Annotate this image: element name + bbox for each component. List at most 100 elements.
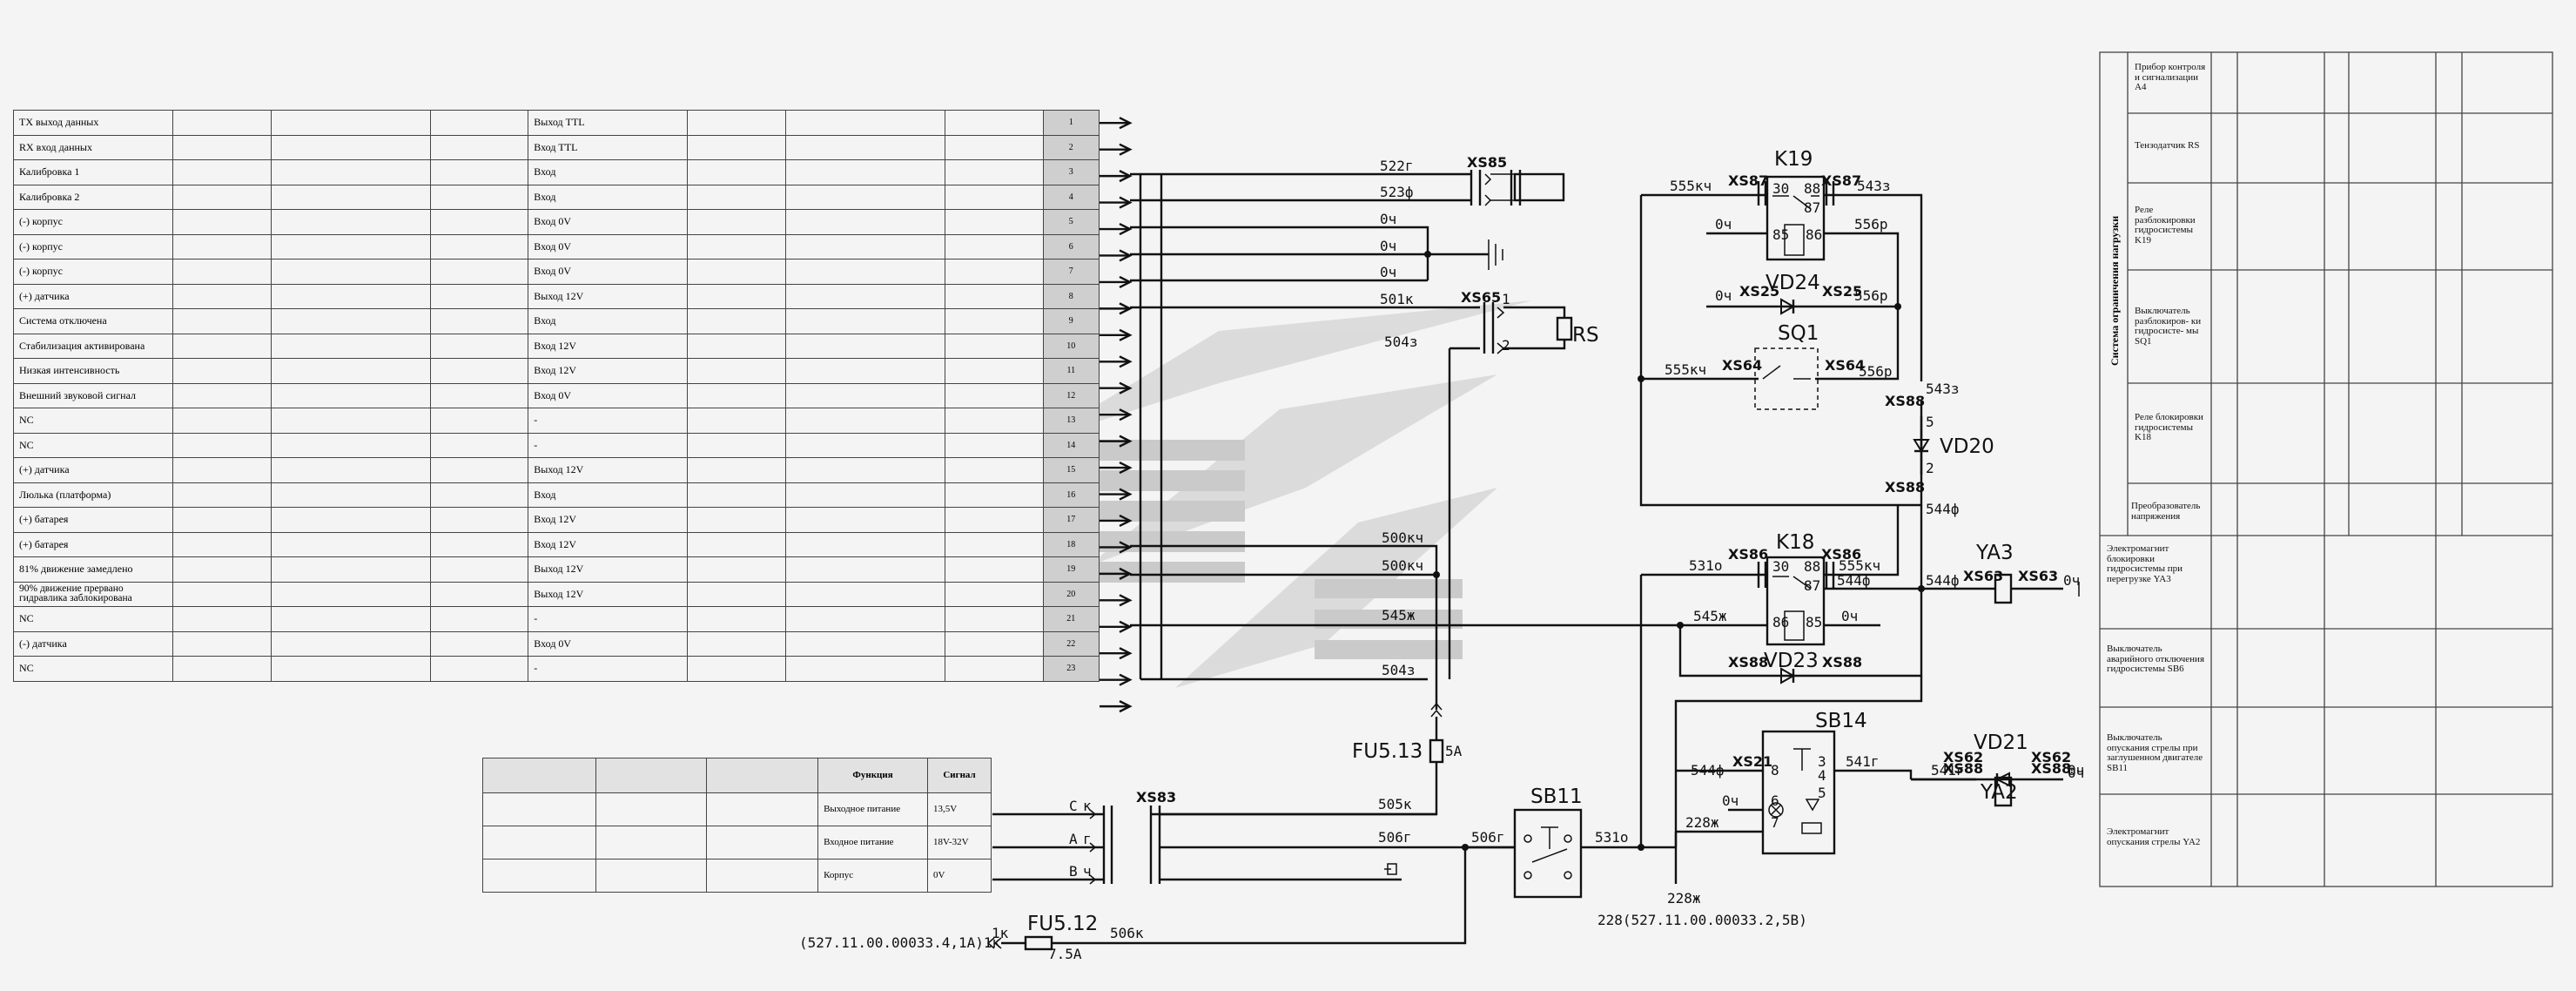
svg-text:87: 87	[1804, 199, 1820, 216]
pin-empty-cell	[687, 308, 786, 334]
tb-item-a4: Прибор контроля и сигнализации A4	[2135, 62, 2206, 92]
fuse-fu512-rating: 7.5А	[1048, 946, 1082, 962]
pin-empty-cell	[687, 259, 786, 285]
pin-arrow	[1100, 117, 1133, 130]
pin-empty-cell	[784, 531, 945, 557]
pin-empty-cell	[172, 531, 272, 557]
pin-row: 90% движение прервано гидравлика заблоки…	[12, 581, 1100, 607]
pin-arrow	[1100, 355, 1133, 368]
pin-signal: Вход 12V	[528, 507, 689, 533]
pin-signal: Выход 12V	[528, 556, 689, 583]
connector-xs88c: XS88	[1728, 654, 1768, 671]
pin-empty-cell	[944, 556, 1044, 583]
pin-empty-cell	[784, 581, 945, 607]
power-header-function: Функция	[817, 758, 929, 793]
svg-text:1: 1	[1502, 291, 1510, 307]
pin-empty-cell	[944, 184, 1044, 210]
pin-empty-cell	[687, 457, 786, 483]
pin-arrow	[1100, 249, 1133, 262]
pin-empty-cell	[944, 283, 1044, 309]
wire-500b: 500кч	[1382, 557, 1423, 574]
connector-xs86a: XS86	[1728, 546, 1768, 563]
pin-empty-cell	[172, 482, 272, 508]
power-function: Выходное питание	[817, 792, 929, 826]
pin-row: NC-13	[12, 408, 1100, 434]
pin-arrow	[1100, 541, 1133, 554]
pin-name: NC	[12, 606, 174, 632]
pin-empty-cell	[429, 358, 529, 384]
pin-name: (+) батарея	[12, 531, 174, 557]
wire-543a: 543з	[1857, 178, 1891, 194]
pin-empty-cell	[944, 630, 1044, 657]
pin-empty-cell	[687, 358, 786, 384]
wire-0b: 0ч	[1380, 238, 1396, 254]
pin-name: (-) корпус	[12, 233, 174, 260]
wire-1k: 1к	[992, 925, 1009, 941]
pin-signal: -	[528, 408, 689, 434]
pin-name: (-) корпус	[12, 209, 174, 235]
svg-text:3: 3	[1818, 753, 1826, 770]
pin-empty-cell	[784, 333, 945, 359]
pin-number: 11	[1042, 358, 1100, 384]
connector-xs21: XS21	[1732, 753, 1772, 770]
pin-signal: Вход 0V	[528, 630, 689, 657]
pin-number: 15	[1042, 457, 1100, 483]
connector-xs62b: XS62	[2031, 749, 2071, 765]
pin-empty-cell	[429, 581, 529, 607]
tb-item-sq1: Выключатель разблокиров- ки гидросисте- …	[2135, 306, 2202, 347]
pin-signal: -	[528, 606, 689, 632]
connector-xs64a: XS64	[1722, 357, 1762, 374]
wire-504a: 504з	[1384, 334, 1418, 350]
wire-0vd21: 0ч	[2068, 762, 2084, 779]
power-header-signal: Сигнал	[927, 758, 992, 793]
pin-empty-cell	[429, 482, 529, 508]
pin-empty-cell	[687, 110, 786, 136]
pin-empty-cell	[944, 457, 1044, 483]
pin-empty-cell	[784, 159, 945, 185]
pin-signal: Вход	[528, 184, 689, 210]
pin-empty-cell	[944, 159, 1044, 185]
svg-text:5: 5	[1818, 785, 1826, 801]
pin-empty-cell	[687, 531, 786, 557]
pin-arrows	[1100, 117, 1133, 713]
xs83-pin-c-color: к	[1083, 798, 1092, 814]
pin-empty-cell	[172, 457, 272, 483]
svg-text:5: 5	[1926, 414, 1934, 430]
wire-556c: 556р	[1859, 363, 1893, 380]
wire-500a: 500кч	[1382, 529, 1423, 546]
wire-543b: 543з	[1926, 381, 1960, 397]
pin-number: 20	[1042, 581, 1100, 607]
pin-empty-cell	[429, 333, 529, 359]
svg-text:88: 88	[1804, 558, 1820, 575]
pin-empty-cell	[270, 358, 431, 384]
wire-504b: 504з	[1382, 662, 1416, 678]
pin-name: (+) батарея	[12, 507, 174, 533]
pin-arrow	[1100, 462, 1133, 475]
pin-arrow	[1100, 222, 1133, 236]
wire-556b: 556р	[1854, 287, 1888, 304]
pin-signal: Выход TTL	[528, 110, 689, 136]
pin-name: NC	[12, 408, 174, 434]
pin-empty-cell	[429, 134, 529, 160]
pin-empty-cell	[687, 606, 786, 632]
pin-empty-cell	[270, 159, 431, 185]
pin-empty-cell	[687, 408, 786, 434]
pin-signal: Вход 12V	[528, 531, 689, 557]
relay-k18: K18	[1776, 531, 1814, 554]
pin-signal: Вход 0V	[528, 382, 689, 408]
xs83-pin-b-color: ч	[1083, 863, 1092, 880]
pin-arrow	[1100, 196, 1133, 209]
pin-empty-cell	[944, 382, 1044, 408]
pin-signal: -	[528, 656, 689, 682]
pin-empty-cell	[172, 382, 272, 408]
wire-506b: 506г	[1471, 829, 1505, 846]
pin-empty-cell	[270, 259, 431, 285]
pin-empty-cell	[784, 606, 945, 632]
pin-empty-cell	[172, 556, 272, 583]
pin-empty-cell	[784, 184, 945, 210]
